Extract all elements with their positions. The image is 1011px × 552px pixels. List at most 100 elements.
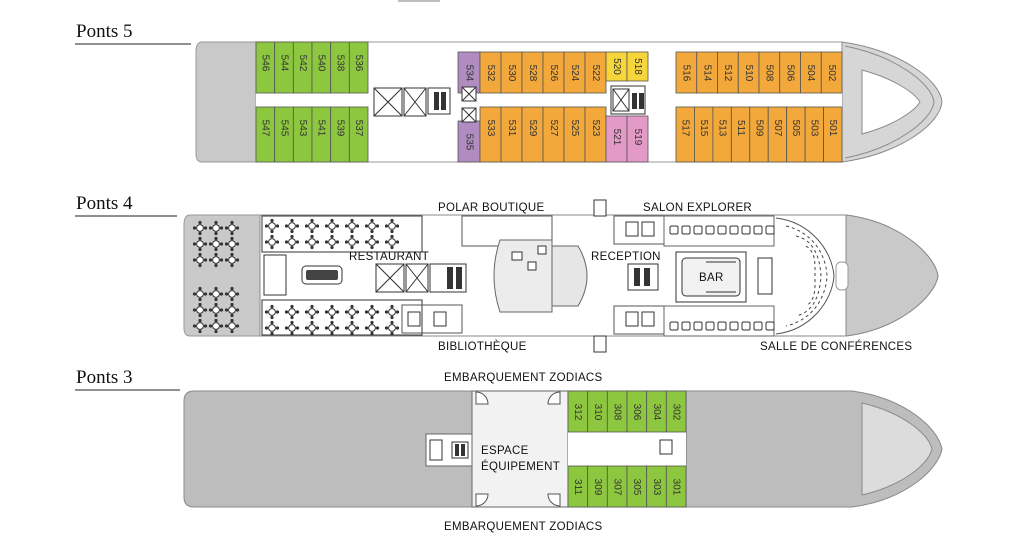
chair [364,224,369,228]
restaurant-table [348,324,356,332]
lounge-chair [705,321,715,331]
chair [315,240,320,244]
chair [230,220,234,225]
cabin-number: 503 [809,120,820,137]
chair [203,292,208,296]
cabin-number: 530 [506,65,517,82]
chair [310,331,314,336]
restaurant-table [388,238,396,246]
chair [214,302,218,307]
chair [370,218,374,223]
chair [230,247,234,252]
chair [198,329,202,334]
chair [270,234,274,239]
cabin-number: 509 [753,120,764,137]
deck-4-title: Ponts 4 [76,193,133,214]
chair [208,292,213,296]
lounge-chair [693,225,703,235]
chair [270,331,274,336]
cabin-302 [665,390,687,433]
chair [290,229,294,234]
deck-5-stern [195,41,257,163]
cabin-number: 527 [548,120,559,137]
cabin-number: 546 [260,55,271,72]
chair [350,315,354,320]
lounge-chair [753,225,763,235]
cabin-number: 309 [592,479,603,496]
aft-deck-tables [192,220,240,334]
cabin-number: 535 [463,134,474,151]
restaurant-table [388,222,396,230]
cabin-number: 501 [827,120,838,137]
chair [370,331,374,336]
chair [344,326,349,330]
chair [290,304,294,309]
chair [324,310,329,314]
chair [295,310,300,314]
aft-table [228,256,236,264]
deck-3-title: Ponts 3 [76,367,133,388]
lounge-chairs [669,225,775,331]
chair [290,320,294,325]
restaurant-table [288,222,296,230]
cabin-number: 525 [569,120,580,137]
cabin-number: 532 [485,65,496,82]
aft-table [212,224,220,232]
aft-table [212,290,220,298]
chair [198,302,202,307]
salon-explorer-area [663,215,775,337]
restaurant-table [328,238,336,246]
label-salle-conferences: SALLE DE CONFÉRENCES [760,340,912,353]
cabin-536 [348,41,369,94]
chair [335,326,340,330]
lounge-chair [729,321,739,331]
chair [270,245,274,250]
chair [203,308,208,312]
label-salon-explorer: SALON EXPLORER [643,202,752,214]
cabin-number: 536 [353,55,364,72]
deck-3-elevator [429,439,673,461]
cabin-number: 307 [612,479,623,496]
deck-4-stern [183,214,261,337]
cabin-number: 510 [743,65,754,82]
cabin-number: 538 [334,55,345,72]
aft-table [196,224,204,232]
chair [198,247,202,252]
lounge-chair [681,225,691,235]
deck-5-stair-core [373,87,451,117]
aft-table [196,256,204,264]
chair [370,304,374,309]
chair [335,310,340,314]
lounge-chair [753,321,763,331]
lounge-chair [669,321,679,331]
restaurant-table [368,238,376,246]
chair [270,304,274,309]
chair [230,329,234,334]
restaurant-table [368,308,376,316]
restaurant-table [308,308,316,316]
chair [224,258,229,262]
cabin-502 [820,51,843,94]
chair [304,326,309,330]
chair [330,315,334,320]
cabin-number: 540 [316,55,327,72]
chair [350,331,354,336]
chair [395,310,400,314]
cabin-number: 308 [612,404,623,421]
chair [192,258,197,262]
central-zone [401,199,665,353]
chair [355,310,360,314]
chair [192,308,197,312]
cabin-501 [823,106,843,163]
restaurant-table [328,308,336,316]
cabin-number: 513 [716,120,727,137]
chair [275,224,280,228]
chair [284,240,289,244]
chair [390,218,394,223]
chair [290,218,294,223]
chair [235,226,240,230]
chair [230,313,234,318]
